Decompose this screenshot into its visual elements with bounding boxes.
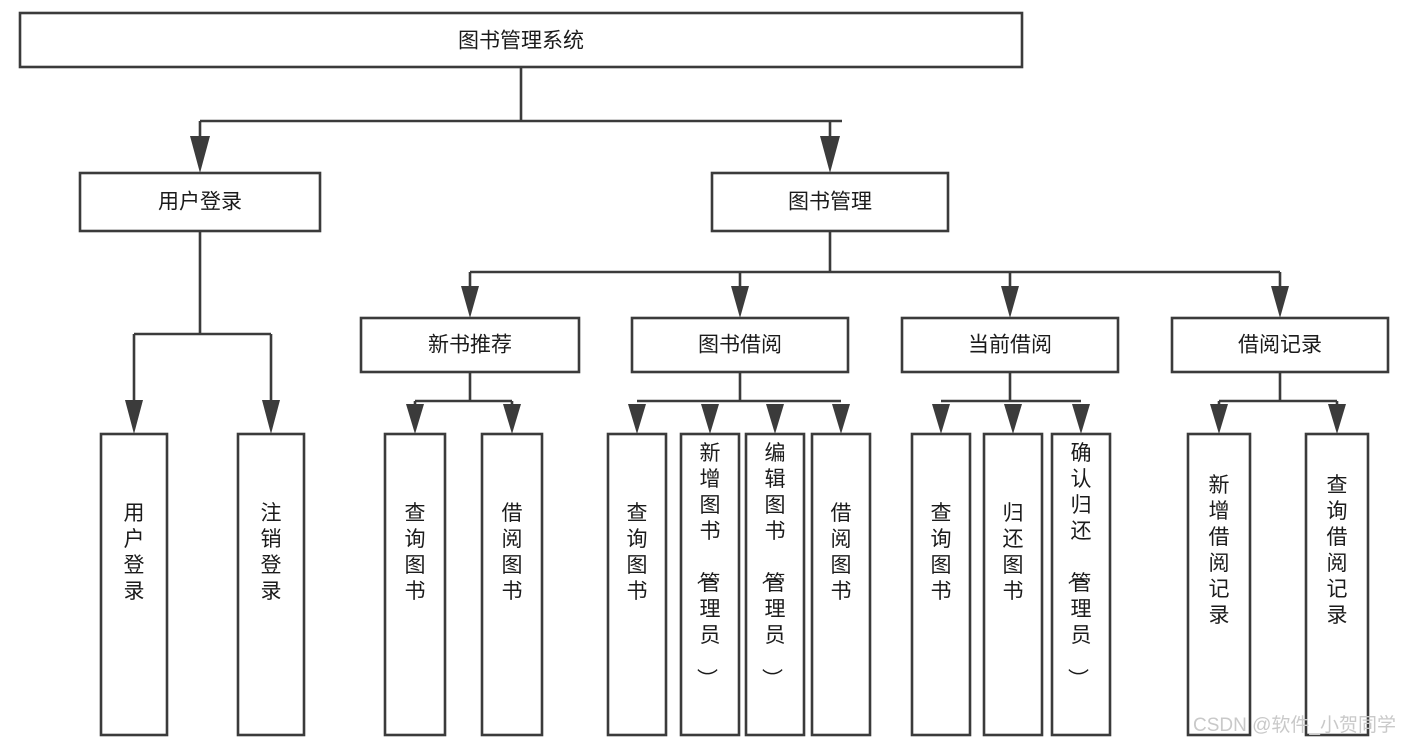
leaf-node[interactable]: 查询图书	[606, 432, 668, 737]
leaf-query-record-box[interactable]	[1304, 432, 1370, 737]
node-new-book-rec-box[interactable]	[359, 316, 581, 374]
arrowhead-leaf-user-logout	[262, 400, 280, 434]
leaf-query-book-2-label: 查询图书	[627, 502, 648, 603]
arrowhead-borrow-record	[1271, 286, 1289, 318]
arrowhead-leaf-query-book-2	[628, 404, 646, 434]
node-book-manage[interactable]: 图书管理	[710, 171, 950, 233]
node-book-manage-label: 图书管理	[788, 191, 872, 214]
node-borrow-record-label: 借阅记录	[1238, 334, 1322, 357]
leaf-borrow-book-1-box[interactable]	[480, 432, 544, 737]
leaf-query-book-3-label: 查询图书	[931, 502, 952, 603]
arrowhead-leaf-query-book-1	[406, 404, 424, 434]
leaf-add-book-box[interactable]	[679, 432, 741, 737]
node-borrow-record[interactable]: 借阅记录	[1170, 316, 1390, 374]
node-new-book-rec-label: 新书推荐	[428, 334, 512, 357]
node-new-book-rec[interactable]: 新书推荐	[359, 316, 581, 374]
node-user-login-box[interactable]	[78, 171, 322, 233]
node-book-borrow-box[interactable]	[630, 316, 850, 374]
arrowhead-leaf-borrow-book-1	[503, 404, 521, 434]
leaf-node[interactable]: 借阅图书	[480, 432, 544, 737]
leaf-node[interactable]: 新增借阅记录	[1186, 432, 1252, 737]
leaf-add-record-label: 新增借阅记录	[1209, 474, 1230, 627]
node-book-manage-box[interactable]	[710, 171, 950, 233]
leaf-node[interactable]: 用户登录	[99, 432, 169, 737]
arrowhead-leaf-confirm-return	[1072, 404, 1090, 434]
connector-borrow-record-to-leaves	[1210, 372, 1346, 434]
leaf-borrow-book-2-label: 借阅图书	[831, 502, 852, 603]
arrowhead-leaf-query-book-3	[932, 404, 950, 434]
node-user-login-label: 用户登录	[158, 191, 242, 214]
arrowhead-new-book-rec	[461, 286, 479, 318]
arrowhead-user-login	[190, 136, 210, 173]
node-borrow-record-box[interactable]	[1170, 316, 1390, 374]
leaf-node[interactable]: 新增图书（管理员）	[679, 432, 741, 737]
arrowhead-current-borrow	[1001, 286, 1019, 318]
node-current-borrow-box[interactable]	[900, 316, 1120, 374]
leaf-query-book-3-box[interactable]	[910, 432, 972, 737]
leaf-borrow-book-1-label: 借阅图书	[502, 502, 523, 603]
node-root[interactable]: 图书管理系统	[18, 11, 1024, 69]
leaf-return-book-label: 归还图书	[1003, 502, 1024, 603]
node-layer: 图书管理系统 用户登录 图书管理 新书推荐 图书借阅	[18, 11, 1390, 737]
node-current-borrow-label: 当前借阅	[968, 334, 1052, 357]
node-user-login[interactable]: 用户登录	[78, 171, 322, 233]
arrowhead-leaf-add-book	[701, 404, 719, 434]
leaf-add-record-box[interactable]	[1186, 432, 1252, 737]
leaf-edit-book-label: 编辑图书（管理员）	[760, 442, 786, 689]
node-root-box[interactable]	[18, 11, 1024, 69]
connector-root-to-level2	[190, 67, 842, 173]
leaf-node[interactable]: 查询图书	[910, 432, 972, 737]
leaf-node[interactable]: 归还图书	[982, 432, 1044, 737]
leaf-query-book-2-box[interactable]	[606, 432, 668, 737]
leaf-user-logout-label: 注销登录	[261, 502, 282, 603]
leaf-node[interactable]: 查询借阅记录	[1304, 432, 1370, 737]
leaf-add-book-label: 新增图书（管理员）	[695, 442, 721, 689]
node-book-borrow-label: 图书借阅	[698, 334, 782, 357]
connector-current-borrow-to-leaves	[932, 372, 1090, 434]
node-book-borrow[interactable]: 图书借阅	[630, 316, 850, 374]
arrowhead-book-borrow	[731, 286, 749, 318]
leaf-node[interactable]: 注销登录	[236, 432, 306, 737]
arrowhead-leaf-query-record	[1328, 404, 1346, 434]
leaf-return-book-box[interactable]	[982, 432, 1044, 737]
leaf-confirm-return-box[interactable]	[1050, 432, 1112, 737]
arrowhead-leaf-edit-book	[766, 404, 784, 434]
arrowhead-book-manage	[820, 136, 840, 173]
watermark-label: CSDN @软件_小贺同学	[1193, 714, 1396, 736]
arrowhead-leaf-return-book	[1004, 404, 1022, 434]
leaf-confirm-return-label: 确认归还（管理员）	[1066, 442, 1092, 689]
node-root-label: 图书管理系统	[458, 30, 584, 53]
leaf-user-logout-box[interactable]	[236, 432, 306, 737]
connector-new-book-rec-to-leaves	[406, 372, 521, 434]
leaf-user-login-box[interactable]	[99, 432, 169, 737]
leaf-node[interactable]: 借阅图书	[810, 432, 872, 737]
connector-book-manage-to-level3	[461, 231, 1289, 318]
node-current-borrow[interactable]: 当前借阅	[900, 316, 1120, 374]
leaf-node[interactable]: 确认归还（管理员）	[1050, 432, 1112, 737]
arrowhead-leaf-user-login	[125, 400, 143, 434]
leaf-edit-book-box[interactable]	[744, 432, 806, 737]
leaf-node[interactable]: 编辑图书（管理员）	[744, 432, 806, 737]
connector-user-login-to-leaves	[125, 231, 280, 434]
leaf-borrow-book-2-box[interactable]	[810, 432, 872, 737]
connector-book-borrow-to-leaves	[628, 372, 850, 434]
leaf-query-book-1-label: 查询图书	[405, 502, 426, 603]
leaf-user-login-label: 用户登录	[124, 502, 145, 603]
leaf-query-book-1-box[interactable]	[383, 432, 447, 737]
leaf-query-record-label: 查询借阅记录	[1327, 474, 1348, 627]
leaf-node[interactable]: 查询图书	[383, 432, 447, 737]
connector-layer	[125, 67, 1346, 434]
arrowhead-leaf-borrow-book-2	[832, 404, 850, 434]
arrowhead-leaf-add-record	[1210, 404, 1228, 434]
